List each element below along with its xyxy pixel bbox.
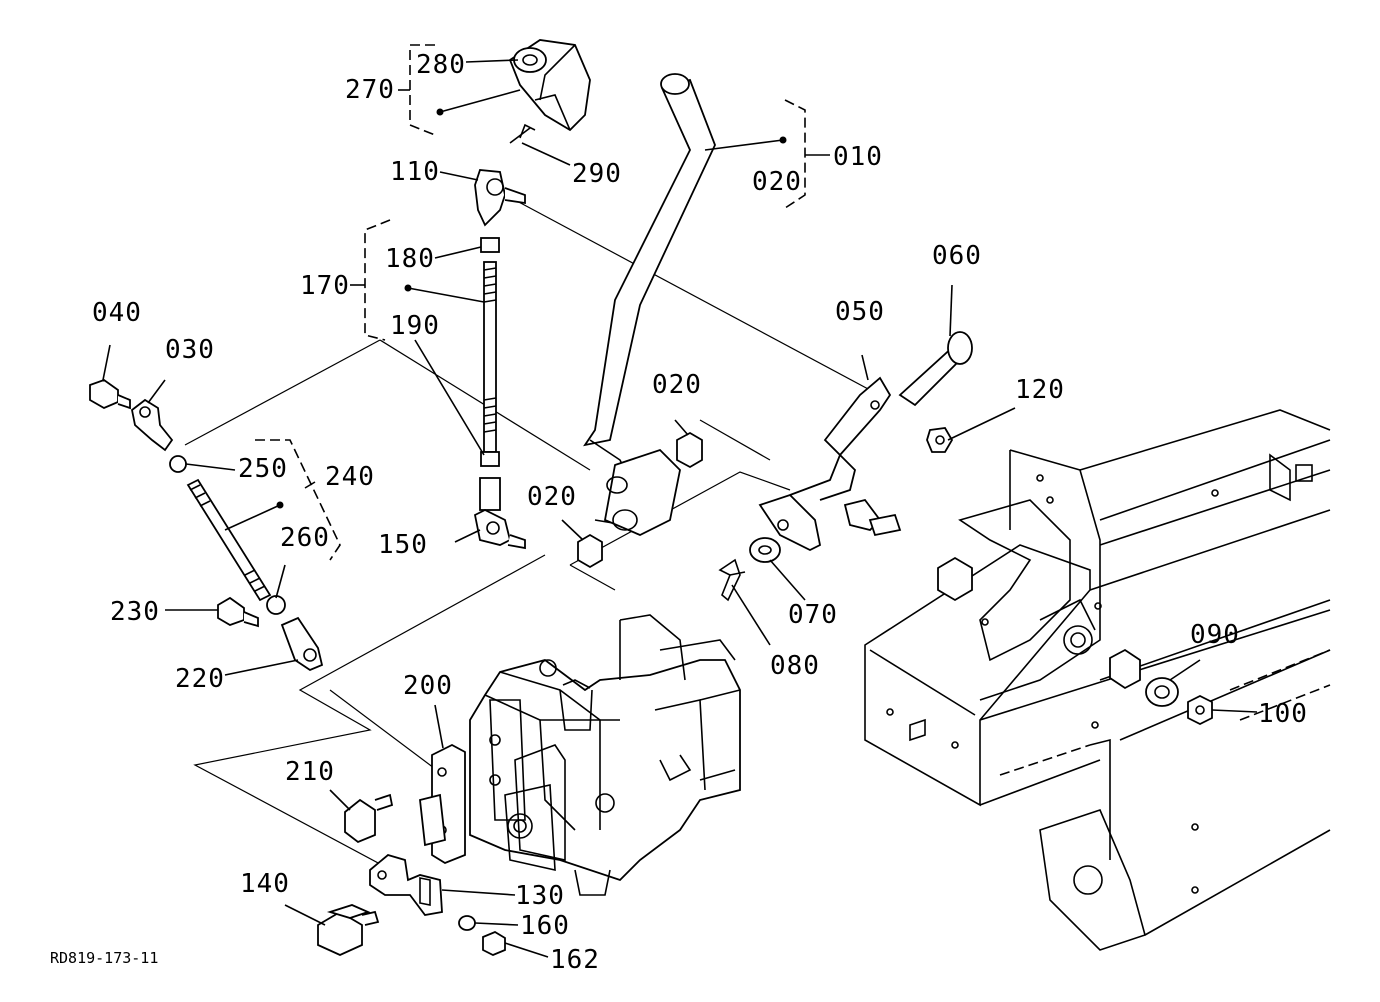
label-110: 110 bbox=[390, 157, 440, 187]
label-162: 162 bbox=[550, 945, 600, 975]
part-labels: 280 270 290 010 020 110 180 170 190 150 … bbox=[50, 50, 1308, 975]
label-250: 250 bbox=[238, 454, 288, 484]
label-270: 270 bbox=[345, 75, 395, 105]
label-210: 210 bbox=[285, 757, 335, 787]
leader-lines bbox=[102, 59, 1258, 958]
label-180: 180 bbox=[385, 244, 435, 274]
label-140: 140 bbox=[240, 869, 290, 899]
linkage-050 bbox=[718, 331, 973, 602]
bushings-and-nuts bbox=[577, 431, 1213, 726]
alignment-outlines bbox=[184, 199, 871, 881]
label-030: 030 bbox=[165, 335, 215, 365]
label-190: 190 bbox=[390, 311, 440, 341]
label-100: 100 bbox=[1258, 699, 1308, 729]
label-290: 290 bbox=[572, 159, 622, 189]
label-080: 080 bbox=[770, 651, 820, 681]
label-230: 230 bbox=[110, 597, 160, 627]
label-060: 060 bbox=[932, 241, 982, 271]
label-070: 070 bbox=[788, 600, 838, 630]
brackets-and-bolts bbox=[317, 743, 506, 956]
label-240: 240 bbox=[325, 462, 375, 492]
label-150: 150 bbox=[378, 530, 428, 560]
label-020-top: 020 bbox=[752, 167, 802, 197]
rod-assembly-170 bbox=[473, 169, 526, 550]
label-020-low: 020 bbox=[527, 482, 577, 512]
label-170: 170 bbox=[300, 271, 350, 301]
label-200: 200 bbox=[403, 671, 453, 701]
label-120: 120 bbox=[1015, 375, 1065, 405]
label-220: 220 bbox=[175, 664, 225, 694]
knob-assembly bbox=[508, 39, 591, 144]
group-brackets bbox=[255, 44, 830, 561]
label-020-mid: 020 bbox=[652, 370, 702, 400]
left-linkage-240 bbox=[89, 378, 324, 672]
label-050: 050 bbox=[835, 297, 885, 327]
reference-code: RD819-173-11 bbox=[50, 949, 158, 967]
control-lever-020 bbox=[583, 73, 716, 536]
label-040: 040 bbox=[92, 298, 142, 328]
label-160: 160 bbox=[520, 911, 570, 941]
frame-chassis bbox=[864, 409, 1331, 951]
label-090: 090 bbox=[1190, 620, 1240, 650]
label-010: 010 bbox=[833, 142, 883, 172]
control-valve bbox=[469, 614, 741, 896]
label-280: 280 bbox=[416, 50, 466, 80]
label-260: 260 bbox=[280, 523, 330, 553]
label-130: 130 bbox=[515, 881, 565, 911]
